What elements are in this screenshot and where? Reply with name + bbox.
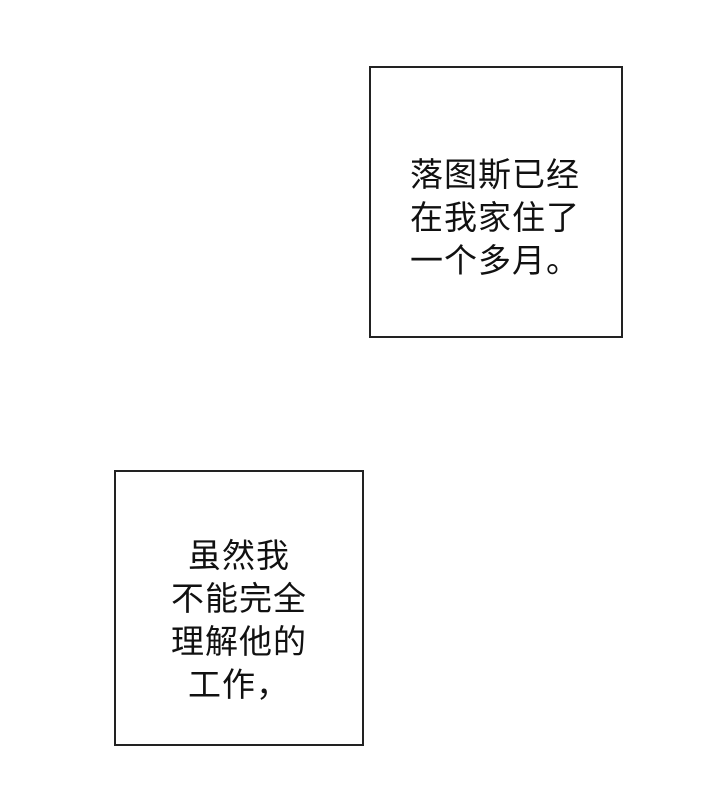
caption-box-1: 落图斯已经 在我家住了 一个多月。 xyxy=(369,66,623,338)
caption-line: 工作， xyxy=(188,665,290,704)
caption-line: 理解他的 xyxy=(171,622,307,661)
caption-line: 虽然我 xyxy=(188,536,290,575)
caption-text-2: 虽然我 不能完全 理解他的 工作， xyxy=(116,534,362,706)
caption-line: 在我家住了 xyxy=(410,198,580,237)
caption-line: 落图斯已经 xyxy=(410,155,580,194)
caption-line: 不能完全 xyxy=(171,579,307,618)
caption-line: 一个多月。 xyxy=(410,241,580,280)
caption-text-1: 落图斯已经 在我家住了 一个多月。 xyxy=(410,153,621,282)
caption-box-2: 虽然我 不能完全 理解他的 工作， xyxy=(114,470,364,746)
